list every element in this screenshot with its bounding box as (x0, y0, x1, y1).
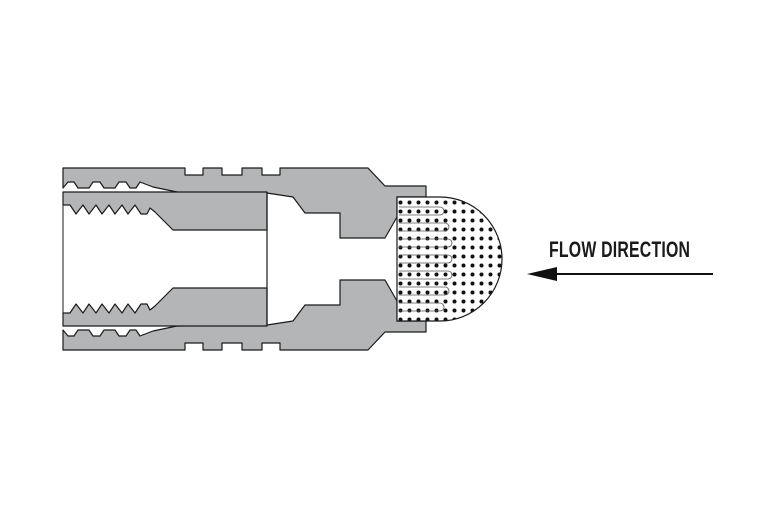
threaded-nipple-bottom (62, 287, 268, 327)
flow-arrow (527, 267, 713, 281)
coupling-body-top (62, 167, 427, 239)
coupling-body-bottom (62, 279, 427, 351)
arrowhead-icon (527, 267, 557, 281)
filter-pleats (399, 206, 453, 312)
mesh-filter-screen (396, 196, 503, 322)
threaded-nipple-top (62, 191, 268, 231)
flow-direction-label: FLOW DIRECTION (549, 237, 691, 262)
